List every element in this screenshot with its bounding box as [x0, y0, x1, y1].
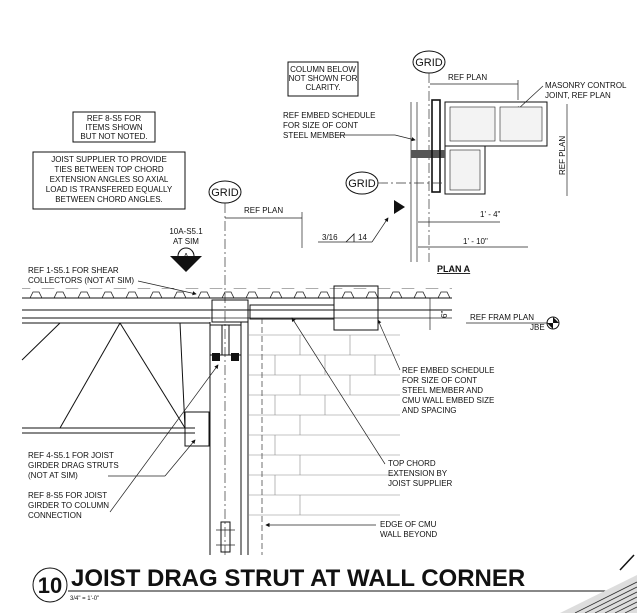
jbe-label: JBE — [530, 323, 545, 332]
joist-girder-note-2: GIRDER DRAG STRUTS — [28, 461, 119, 470]
top-chord-note-3: JOIST SUPPLIER — [388, 479, 453, 488]
edge-cmu-note-1: EDGE OF CMU — [380, 520, 437, 529]
grid-label-elevation: GRID — [211, 187, 239, 199]
ref-8-s5-line-2: ITEMS SHOWN — [85, 123, 143, 132]
top-chord-note-1: TOP CHORD — [388, 459, 436, 468]
joist-supplier-line-3: EXTENSION ANGLES SO AXIAL — [50, 175, 169, 184]
ref-fram-plan: REF FRAM PLAN — [470, 313, 534, 322]
detail-scale: 3/4" = 1'-0" — [70, 596, 99, 602]
ref-8-s5-box — [72, 111, 156, 143]
masonry-note-1: MASONRY CONTROL — [545, 81, 627, 90]
embed-cmu-note-5: AND SPACING — [402, 406, 457, 415]
joist-supplier-box — [32, 151, 186, 210]
plan-ref-plan-top: REF PLAN — [448, 73, 487, 82]
ref-8-s5-line-1: REF 8-S5 FOR — [87, 114, 141, 123]
joist-supplier-line-1: JOIST SUPPLIER TO PROVIDE — [51, 155, 167, 164]
masonry-note-2: JOINT, REF PLAN — [545, 91, 611, 100]
embed-cmu-note-2: FOR SIZE OF CONT — [402, 376, 477, 385]
corner-hatch — [560, 554, 637, 613]
plan-dim-1-10: 1' - 10" — [463, 237, 488, 246]
joist-supplier-line-4: LOAD IS TRANSFERED EQUALLY — [46, 185, 173, 194]
plan-embed-note-1: REF EMBED SCHEDULE — [283, 111, 375, 120]
joist-girder-note-1: REF 4-S5.1 FOR JOIST — [28, 451, 114, 460]
column-note-box — [287, 61, 359, 97]
column-note-line-3: CLARITY. — [306, 83, 341, 92]
section-elevation: GRID REF PLAN 3/16 14 10A-S5.1 AT SIM A … — [21, 180, 560, 555]
section-ref-line-2: AT SIM — [173, 237, 199, 246]
girder-column-note-1: REF 8-S5 FOR JOIST — [28, 491, 107, 500]
detail-number: 10 — [38, 573, 62, 598]
joist-girder-note-3: (NOT AT SIM) — [28, 471, 78, 480]
section-letter: A — [183, 252, 189, 261]
embed-cmu-note-4: CMU WALL EMBED SIZE — [402, 396, 494, 405]
plan-a-detail: COLUMN BELOW NOT SHOWN FOR CLARITY. GRID… — [283, 50, 627, 274]
girder-column-note-2: GIRDER TO COLUMN — [28, 501, 109, 510]
top-chord-note-2: EXTENSION BY — [388, 469, 448, 478]
plan-embed-note-2: FOR SIZE OF CONT — [283, 121, 358, 130]
girder-column-note-3: CONNECTION — [28, 511, 82, 520]
elevation-ref-plan: REF PLAN — [244, 206, 283, 215]
grid-label-plan-mid: GRID — [348, 178, 376, 190]
column-note-line-1: COLUMN BELOW — [290, 65, 356, 74]
grid-label-plan-top: GRID — [415, 57, 443, 69]
ref-8-s5-line-3: BUT NOT NOTED. — [80, 132, 147, 141]
joist-supplier-line-2: TIES BETWEEN TOP CHORD — [54, 165, 164, 174]
plan-embed-note-3: STEEL MEMBER — [283, 131, 346, 140]
embed-cmu-note-1: REF EMBED SCHEDULE — [402, 366, 494, 375]
weld-length: 14 — [358, 233, 367, 242]
plan-dim-1-4: 1' - 4" — [480, 210, 501, 219]
dim-6-inch: 6" — [440, 311, 449, 318]
joist-supplier-line-5: BETWEEN CHORD ANGLES. — [55, 195, 163, 204]
plan-ref-plan-side: REF PLAN — [558, 136, 567, 175]
left-notes: REF 8-S5 FOR ITEMS SHOWN BUT NOT NOTED. … — [32, 111, 186, 210]
embed-cmu-note-3: STEEL MEMBER AND — [402, 386, 483, 395]
column-note-line-2: NOT SHOWN FOR — [289, 74, 358, 83]
detail-title: JOIST DRAG STRUT AT WALL CORNER — [71, 565, 525, 592]
weld-size: 3/16 — [322, 233, 338, 242]
plan-a-title: PLAN A — [437, 264, 471, 274]
detail-title-block: 10 JOIST DRAG STRUT AT WALL CORNER 3/4" … — [32, 565, 620, 603]
edge-cmu-note-2: WALL BEYOND — [380, 530, 437, 539]
shear-note-1: REF 1-S5.1 FOR SHEAR — [28, 266, 119, 275]
shear-note-2: COLLECTORS (NOT AT SIM) — [28, 276, 134, 285]
section-ref-line-1: 10A-S5.1 — [169, 227, 203, 236]
detail-number-circle — [32, 567, 68, 603]
